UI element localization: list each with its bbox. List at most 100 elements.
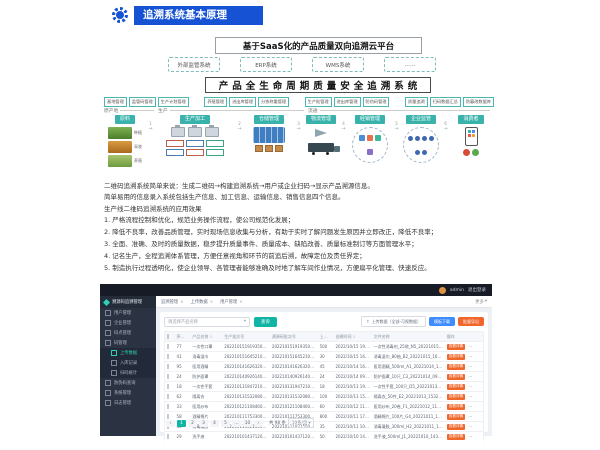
tab[interactable]: 用户管理 × bbox=[220, 299, 243, 305]
page-button[interactable]: 5 bbox=[221, 419, 230, 427]
table-row[interactable]: 46 消毒凝胶 202210111021550009… 202210111021… bbox=[165, 421, 483, 431]
sidebar-item[interactable]: 防伪码查询 bbox=[100, 378, 156, 388]
upload-data-button[interactable]: ↑ 上传数据（全部-可视数据） bbox=[361, 316, 426, 327]
sidebar-item[interactable]: 用户管理 bbox=[100, 308, 156, 318]
header-no[interactable]: 序号↕ bbox=[176, 333, 189, 339]
table-row[interactable]: 58 酒精棉片 202210111753300008… 202210111753… bbox=[165, 411, 483, 421]
cell-no: 18 bbox=[176, 384, 182, 389]
cell-file: 洗手液_500ml_J1_20221010_143712 bbox=[373, 433, 445, 439]
sidebar-item[interactable]: 码点管理 bbox=[100, 328, 156, 338]
page-button-active[interactable]: 1 bbox=[177, 419, 186, 427]
row-select-cell bbox=[165, 434, 175, 439]
sidebar-subitem[interactable]: 扫码统计 bbox=[100, 368, 156, 378]
cell-batch: 202210141626320003… bbox=[224, 364, 270, 369]
username[interactable]: admin bbox=[449, 287, 464, 293]
table-row[interactable]: 29 洗手液 202210101437120010… 2022101014371… bbox=[165, 431, 483, 441]
page-button[interactable]: 10 bbox=[243, 419, 252, 427]
cell-qty: 500 bbox=[319, 344, 328, 349]
checkbox[interactable] bbox=[167, 334, 169, 339]
download-button[interactable]: 下载 bbox=[468, 384, 480, 390]
header-time[interactable]: 创建时间↕ bbox=[335, 333, 356, 339]
cell-file: 消毒湿巾_80抽_B2_20221015_164521 bbox=[373, 353, 445, 359]
sidebar-item[interactable]: 企业管理 bbox=[100, 318, 156, 328]
row-select-cell bbox=[165, 424, 175, 429]
system-box: …… bbox=[384, 57, 436, 72]
view-detail-button[interactable]: 查看详情 bbox=[446, 414, 466, 420]
download-button[interactable]: 下载 bbox=[468, 394, 480, 400]
cell-name: 洗手液 bbox=[192, 433, 205, 439]
template-download-button[interactable]: 模板下载 bbox=[429, 317, 455, 326]
cell-trace: 202210151919350001… bbox=[271, 344, 318, 349]
page-button[interactable]: 4 bbox=[210, 419, 219, 427]
tab[interactable]: 上传数据 × bbox=[191, 299, 214, 305]
sidebar-item[interactable]: 码管理 bbox=[100, 338, 156, 348]
view-detail-button[interactable]: 查看详情 bbox=[446, 374, 466, 380]
truck-icon bbox=[308, 143, 340, 155]
sort-icon[interactable]: ↕ bbox=[185, 334, 189, 339]
close-icon[interactable]: × bbox=[180, 299, 184, 304]
sidebar-subitem-active[interactable]: 上传数据 bbox=[100, 348, 156, 358]
search-button[interactable]: 查询 bbox=[254, 316, 277, 327]
tabs-more[interactable]: 更多 ▾ bbox=[475, 299, 487, 305]
sidebar-subitem[interactable]: 入库记录 bbox=[100, 358, 156, 368]
page-button[interactable]: 2 bbox=[188, 419, 197, 427]
logout-button[interactable]: 退出登录 bbox=[468, 288, 486, 293]
view-detail-button[interactable]: 查看详情 bbox=[446, 344, 466, 350]
download-button[interactable]: 下载 bbox=[468, 414, 480, 420]
checkbox[interactable] bbox=[167, 364, 169, 369]
checkbox[interactable] bbox=[167, 404, 169, 409]
table-row[interactable]: 24 防护面罩 202210140926140004… 202210140926… bbox=[165, 371, 483, 381]
sidebar-item[interactable]: 系统管理 bbox=[100, 388, 156, 398]
arrow-number: 6 bbox=[444, 121, 447, 126]
checkbox[interactable] bbox=[167, 384, 169, 389]
page-button[interactable]: … bbox=[232, 419, 241, 427]
table-row[interactable]: 62 隔离衣 202210131532080006… 2022101315320… bbox=[165, 391, 483, 401]
page-size-select[interactable]: 10条/页 ▾ bbox=[287, 418, 315, 428]
cell-no: 33 bbox=[176, 404, 182, 409]
select-all-cell bbox=[165, 334, 175, 339]
table-row[interactable]: 95 医用酒精 202210141626320003… 202210141626… bbox=[165, 361, 483, 371]
tab[interactable]: 追溯管理 × bbox=[161, 299, 184, 305]
table-row[interactable]: 33 医用纱布 202210121108460007… 202210121108… bbox=[165, 401, 483, 411]
sort-icon[interactable]: ↕ bbox=[209, 334, 213, 339]
process-box bbox=[206, 149, 224, 156]
checkbox[interactable] bbox=[167, 354, 169, 359]
view-detail-button[interactable]: 查看详情 bbox=[446, 354, 466, 360]
checkbox[interactable] bbox=[167, 414, 169, 419]
download-button[interactable]: 下载 bbox=[468, 364, 480, 370]
checkbox[interactable] bbox=[167, 344, 169, 349]
cell-qty: 24 bbox=[319, 374, 325, 379]
sidebar-item[interactable]: 日志管理 bbox=[100, 398, 156, 408]
checkbox[interactable] bbox=[167, 434, 169, 439]
download-button[interactable]: 下载 bbox=[468, 374, 480, 380]
sort-icon[interactable]: ↕ bbox=[352, 334, 356, 339]
cell-name: 医用酒精 bbox=[192, 363, 209, 369]
table-row[interactable]: 41 消毒湿巾 202210151645210002… 202210151645… bbox=[165, 351, 483, 361]
prev-page-button[interactable]: ‹ bbox=[166, 419, 175, 427]
view-detail-button[interactable]: 查看详情 bbox=[446, 394, 466, 400]
download-button[interactable]: 下载 bbox=[468, 404, 480, 410]
view-detail-button[interactable]: 查看详情 bbox=[446, 424, 466, 430]
view-detail-button[interactable]: 查看详情 bbox=[446, 404, 466, 410]
table-row[interactable]: 77 一次性口罩 202210151919350001… 20221015191… bbox=[165, 341, 483, 351]
view-detail-button[interactable]: 查看详情 bbox=[446, 364, 466, 370]
close-icon[interactable]: × bbox=[239, 299, 243, 304]
download-button[interactable]: 下载 bbox=[468, 434, 480, 440]
next-page-button[interactable]: › bbox=[254, 419, 263, 427]
batch-export-button[interactable]: 批量导出 bbox=[458, 317, 484, 326]
view-detail-button[interactable]: 查看详情 bbox=[446, 384, 466, 390]
download-button[interactable]: 下载 bbox=[468, 424, 480, 430]
download-button[interactable]: 下载 bbox=[468, 344, 480, 350]
checkbox[interactable] bbox=[167, 374, 169, 379]
view-detail-button[interactable]: 查看详情 bbox=[446, 434, 466, 440]
table-row[interactable]: 18 一次性手套 202210131947210005… 20221013194… bbox=[165, 381, 483, 391]
download-button[interactable]: 下载 bbox=[468, 354, 480, 360]
product-select[interactable]: 请选择产品名称 ▾ bbox=[164, 316, 250, 327]
checkbox[interactable] bbox=[167, 424, 169, 429]
close-icon[interactable]: × bbox=[209, 299, 214, 304]
header-name[interactable]: 产品名称↕ bbox=[192, 333, 213, 339]
stage-label: 原产地 bbox=[104, 107, 158, 114]
avatar[interactable] bbox=[438, 286, 446, 294]
page-button[interactable]: 3 bbox=[199, 419, 208, 427]
checkbox[interactable] bbox=[167, 394, 169, 399]
